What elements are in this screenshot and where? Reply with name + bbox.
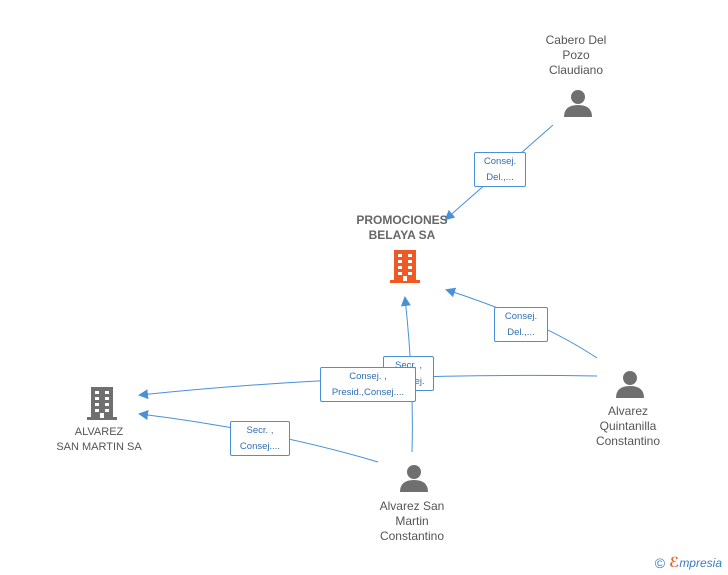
person-icon[interactable] xyxy=(563,88,593,118)
role-box-cabero-promociones[interactable]: Consej. Del.,... xyxy=(474,152,526,187)
node-label-alvarez-sa[interactable]: ALVAREZ SAN MARTIN SA xyxy=(56,426,142,453)
copyright-icon: © xyxy=(654,554,666,571)
brand-name: mpresia xyxy=(679,556,722,570)
node-label-quintanilla[interactable]: Alvarez Quintanilla Constantino xyxy=(595,404,661,448)
role-box-quintanilla-promociones[interactable]: Consej. Del.,... xyxy=(494,307,548,342)
person-icon[interactable] xyxy=(399,463,429,493)
brand-e-letter: ℰ xyxy=(669,554,680,570)
person-icon[interactable] xyxy=(615,369,645,399)
role-box-quintanilla-alvarezsa[interactable]: Consej. , Presid.,Consej.... xyxy=(320,367,416,402)
node-label-cabero[interactable]: Cabero Del Pozo Claudiano xyxy=(545,33,607,77)
node-label-promociones[interactable]: PROMOCIONES BELAYA SA xyxy=(356,213,448,242)
node-label-sanmartin[interactable]: Alvarez San Martin Constantino xyxy=(379,499,445,543)
role-box-sanmartin-alvarezsa[interactable]: Secr. , Consej.... xyxy=(230,421,290,456)
building-icon-alvarez-sa[interactable] xyxy=(86,386,118,420)
building-icon-main[interactable] xyxy=(389,249,421,283)
brand-logo: © ℰmpresia xyxy=(655,554,722,571)
